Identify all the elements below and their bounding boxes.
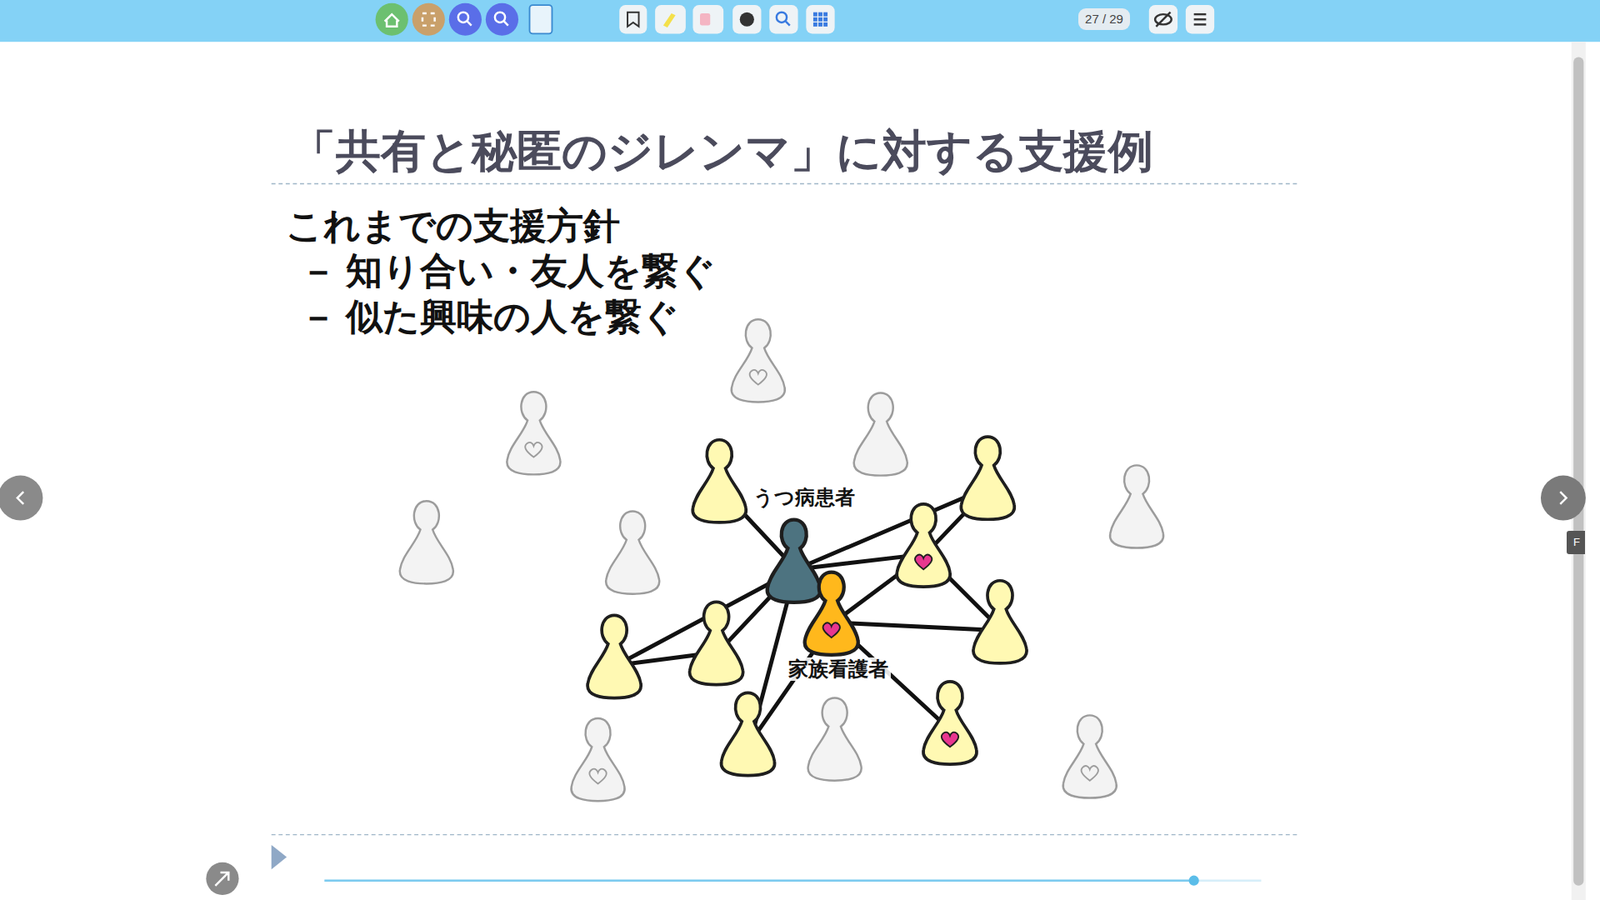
- next-button: [1540, 475, 1586, 521]
- pawn-label: うつ病患者: [750, 485, 858, 510]
- title-rule: [271, 183, 1300, 185]
- footer-rule: [271, 834, 1300, 835]
- section-heading: これまでの支援方針: [285, 205, 620, 250]
- prev-button: [0, 475, 43, 521]
- progress-track: [324, 880, 1261, 882]
- grey-pawns: [400, 319, 1164, 801]
- slide-title: 「共有と秘匿のジレンマ」に対する支援例: [290, 125, 1154, 180]
- play-triangle: [271, 845, 287, 870]
- toolbar-buttons: [375, 3, 1215, 36]
- bullet-item: － 知り合い・友人を繋ぐ: [300, 250, 716, 295]
- progress-fill: [324, 880, 1194, 882]
- yellow-pawns: [587, 436, 1027, 776]
- scrollbar-track: [1571, 41, 1586, 900]
- side-tab: F: [1566, 530, 1585, 555]
- scrollbar-thumb: [1573, 57, 1584, 886]
- progress-dot: [1189, 875, 1200, 886]
- pawn-label: 家族看護者: [785, 657, 891, 682]
- pawn-shape: [800, 569, 862, 657]
- bullet-item: － 似た興味の人を繋ぐ: [300, 295, 680, 340]
- expand-button: [205, 862, 239, 895]
- toolbar: [0, 0, 1600, 42]
- page-counter: 27 / 29: [1078, 8, 1130, 30]
- patient-pawn: うつ病患者: [763, 516, 825, 605]
- caregiver-pawn: 家族看護者: [800, 569, 862, 657]
- pawn-shape: [763, 516, 825, 605]
